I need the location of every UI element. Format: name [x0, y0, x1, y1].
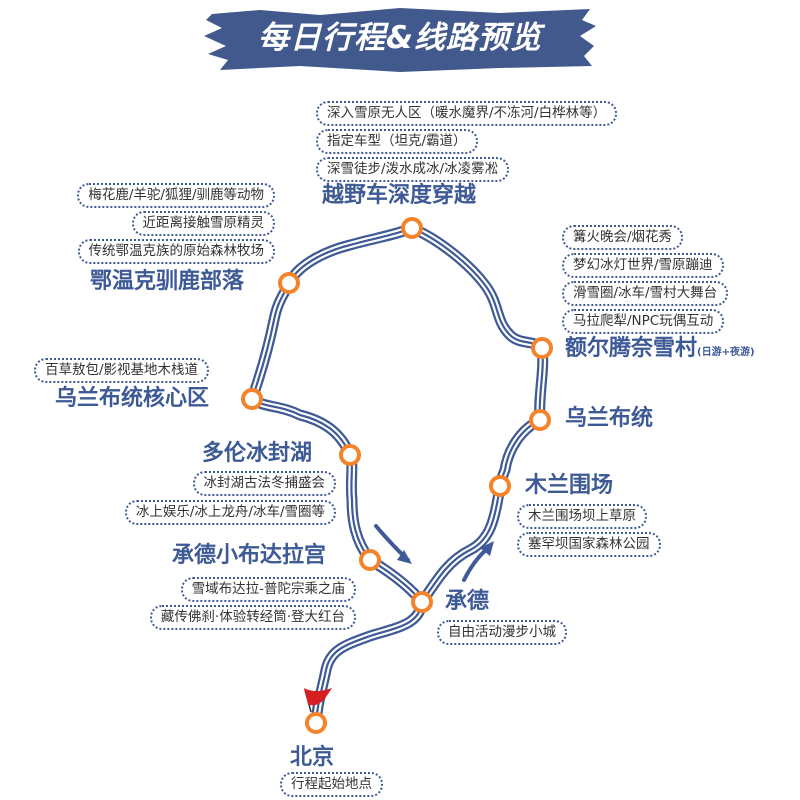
station-name: 承德小布达拉宫 [172, 543, 327, 568]
station-label-chengde: 承德 [445, 587, 489, 617]
station-node-wulan-core [241, 388, 263, 410]
station-name: 北京 [290, 745, 335, 770]
station-label-offroad: 越野车深度穿越 [322, 181, 476, 211]
station-node-duolun [339, 444, 361, 466]
station-name: 木兰围场 [525, 473, 614, 498]
arrowhead-icon [397, 550, 412, 564]
station-node-mulan [489, 475, 511, 497]
station-name: 乌兰布统 [565, 406, 654, 431]
station-node-offroad [401, 217, 423, 239]
note-pill: 塞罕坝国家森林公园 [517, 532, 661, 557]
note-pill: 篝火晚会/烟花秀 [562, 225, 684, 250]
station-label-wulan: 乌兰布统 [565, 404, 653, 434]
note-pill: 近距离接触雪原精灵 [131, 211, 275, 236]
station-node-wulan [529, 409, 551, 431]
station-label-beijing: 北京 [290, 743, 334, 773]
station-label-ewenki: 鄂温克驯鹿部落 [90, 267, 244, 297]
station-label-potala: 承德小布达拉宫 [172, 541, 326, 571]
station-label-erteng: 额尔腾奈雪村(日游+夜游) [565, 334, 755, 368]
station-name: 乌兰布统核心区 [55, 386, 210, 411]
note-pill: 深雪徒步/泼水成冰/冰凌雾凇 [316, 157, 510, 182]
station-name: 承德 [445, 589, 490, 614]
note-pill: 指定车型（坦克/霸道） [316, 129, 478, 154]
station-name: 鄂温克驯鹿部落 [90, 269, 245, 294]
note-pill: 马拉爬犁/NPC玩偶互动 [562, 309, 725, 334]
station-name: 多伦冰封湖 [202, 441, 313, 466]
station-label-mulan: 木兰围场 [525, 471, 613, 501]
note-pill: 滑雪圈/冰车/雪村大舞台 [562, 281, 729, 306]
note-pill: 雪域布达拉-普陀宗乘之庙 [180, 577, 356, 602]
note-pill: 深入雪原无人区（暖水魔界/不冻河/白桦林等） [316, 101, 618, 126]
arrowhead-icon [480, 541, 494, 556]
station-label-duolun: 多伦冰封湖 [202, 439, 312, 469]
page-title: 每日行程&线路预览 [257, 20, 543, 56]
station-node-potala [359, 549, 381, 571]
flag-icon [304, 688, 332, 706]
title-banner [204, 8, 596, 72]
note-pill: 传统鄂温克族的原始森林牧场 [77, 239, 275, 264]
note-pill: 百草敖包/影视基地木栈道 [34, 358, 210, 383]
station-node-beijing [305, 712, 327, 734]
station-name: 额尔腾奈雪村 [565, 336, 698, 361]
note-pill: 冰封湖古法冬捕盛会 [192, 471, 336, 496]
note-pill: 行程起始地点 [280, 772, 383, 797]
note-pill: 木兰围场坝上草原 [517, 504, 647, 529]
station-node-ewenki [278, 272, 300, 294]
station-node-erteng [531, 337, 553, 359]
station-name: 越野车深度穿越 [322, 183, 477, 208]
note-pill: 梅花鹿/羊驼/狐狸/驯鹿等动物 [77, 183, 275, 208]
note-pill: 冰上娱乐/冰上龙舟/冰车/雪圈等 [124, 500, 336, 525]
note-pill: 梦幻冰灯世界/雪原蹦迪 [562, 253, 724, 278]
note-pill: 自由活动漫步小城 [437, 620, 567, 645]
station-node-chengde [411, 591, 433, 613]
station-label-wulan-core: 乌兰布统核心区 [55, 384, 209, 414]
station-suffix: (日游+夜游) [697, 347, 755, 358]
note-pill: 藏传佛刹·体验转经筒·登大红台 [149, 605, 356, 630]
